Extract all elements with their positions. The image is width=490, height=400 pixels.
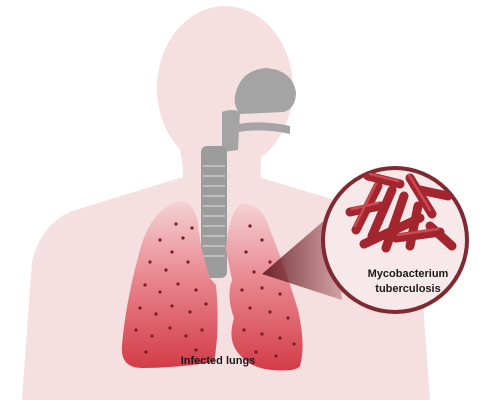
- bacterium-name-line2: tuberculosis: [348, 283, 468, 295]
- infected-lungs-label: Infected lungs: [168, 355, 268, 367]
- trachea: [201, 146, 227, 278]
- bacterium-name-line1: Mycobacterium: [348, 268, 468, 280]
